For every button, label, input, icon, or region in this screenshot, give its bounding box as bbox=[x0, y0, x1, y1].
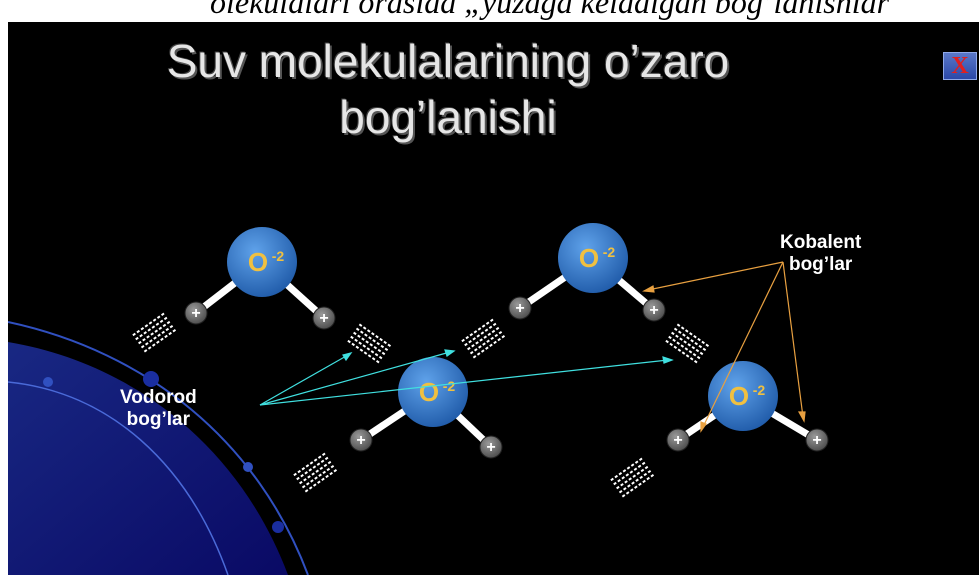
label-covalent-bonds: Kobalent bog’lar bbox=[780, 232, 861, 276]
close-button[interactable]: X bbox=[943, 52, 977, 80]
hydrogen-bond-arrows bbox=[259, 349, 674, 406]
hydrogen-charge-label: + bbox=[191, 305, 200, 322]
hydrogen-charge-label: + bbox=[319, 310, 328, 327]
oxygen-label: O bbox=[248, 247, 268, 277]
hydrogen-atom bbox=[184, 301, 208, 325]
oxygen-charge-label: -2 bbox=[753, 382, 766, 398]
hydrogen-bond-hatch bbox=[293, 451, 339, 493]
hydrogen-charge-label: + bbox=[812, 432, 821, 449]
hydrogen-bond-hatch bbox=[610, 456, 656, 498]
oxygen-atom bbox=[227, 227, 297, 297]
label-covalent-line2: bog’lar bbox=[788, 254, 853, 275]
water-molecule: + + O-2 bbox=[349, 357, 503, 459]
hydrogen-atom bbox=[312, 306, 336, 330]
hydrogen-atom bbox=[479, 435, 503, 459]
oxygen-charge-label: -2 bbox=[603, 244, 616, 260]
oxygen-label: O bbox=[579, 243, 599, 273]
water-molecule: + + O-2 bbox=[666, 361, 829, 452]
close-icon: X bbox=[951, 53, 969, 79]
hydrogen-charge-label: + bbox=[486, 439, 495, 456]
oxygen-label: O bbox=[729, 381, 749, 411]
label-hydrogen-line1: Vodorod bbox=[120, 387, 197, 408]
hydrogen-atom bbox=[642, 298, 666, 322]
hydrogen-charge-label: + bbox=[673, 432, 682, 449]
hydrogen-bond-hatch bbox=[665, 323, 711, 365]
label-hydrogen-bonds: Vodorod bog’lar bbox=[120, 387, 197, 431]
label-hydrogen-line2: bog’lar bbox=[126, 409, 191, 430]
hydrogen-bond-hatch bbox=[461, 317, 507, 359]
slide-title-line2: bog’lanishi bbox=[339, 91, 557, 143]
hydrogen-atom bbox=[508, 296, 532, 320]
oxygen-atom bbox=[708, 361, 778, 431]
oxygen-charge-label: -2 bbox=[443, 378, 456, 394]
hydrogen-charge-label: + bbox=[649, 302, 658, 319]
water-bonding-diagram: ++O-2++O-2++O-2++O-2 bbox=[8, 223, 829, 575]
oxygen-atom bbox=[558, 223, 628, 293]
hydrogen-atom bbox=[666, 428, 690, 452]
hydrogen-atom bbox=[349, 428, 373, 452]
hydrogen-charge-label: + bbox=[356, 432, 365, 449]
label-covalent-line1: Kobalent bbox=[780, 232, 862, 253]
oxygen-atom bbox=[398, 357, 468, 427]
decorative-swoosh bbox=[8, 321, 309, 575]
hydrogen-atom bbox=[805, 428, 829, 452]
water-molecules: ++O-2++O-2++O-2++O-2 bbox=[184, 223, 829, 459]
slide: Suv molekulalarining o’zaro bog’lanishi … bbox=[8, 22, 979, 575]
slide-title-line1: Suv molekulalarining o’zaro bbox=[166, 35, 730, 87]
water-molecule: + + O-2 bbox=[508, 223, 666, 322]
hydrogen-bond-hatch bbox=[347, 323, 393, 365]
hydrogen-bond-hatch bbox=[132, 311, 178, 353]
water-molecule: + + O-2 bbox=[184, 227, 336, 330]
covalent-bond-arrows bbox=[642, 261, 806, 433]
oxygen-label: O bbox=[419, 377, 439, 407]
hydrogen-charge-label: + bbox=[515, 300, 524, 317]
oxygen-charge-label: -2 bbox=[272, 248, 285, 264]
top-cut-text: olekulalari orasida „yuzaga keladigan bo… bbox=[0, 0, 979, 22]
top-cut-text-content: olekulalari orasida „yuzaga keladigan bo… bbox=[210, 0, 890, 20]
